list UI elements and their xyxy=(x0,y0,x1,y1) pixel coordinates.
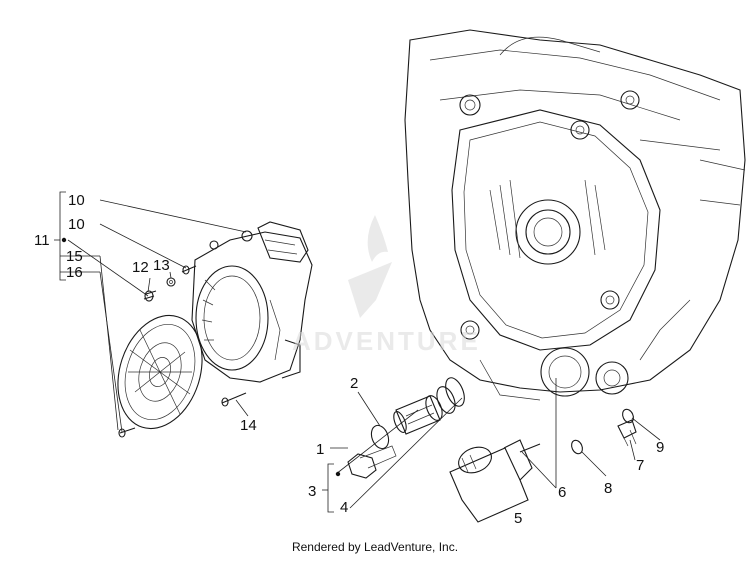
label-11: 11 xyxy=(34,232,50,249)
label-16: 16 xyxy=(66,264,83,281)
watermark-logo: ADVENTURE xyxy=(292,215,481,356)
cooling-shroud xyxy=(191,221,313,383)
drain-plug xyxy=(347,445,397,479)
washer-8 xyxy=(571,439,583,455)
leader-lines xyxy=(67,199,661,509)
pressure-sensor xyxy=(617,419,637,447)
label-15: 15 xyxy=(66,248,83,265)
label-13: 13 xyxy=(153,257,170,274)
crankcase-housing xyxy=(404,29,746,401)
oil-filter xyxy=(449,439,541,523)
label-6: 6 xyxy=(558,484,566,501)
washer-9 xyxy=(622,408,634,424)
label-8: 8 xyxy=(604,480,612,497)
label-10a: 10 xyxy=(68,192,85,209)
o-ring-2 xyxy=(370,424,390,450)
bracket-3 xyxy=(322,463,341,513)
label-4: 4 xyxy=(340,499,348,516)
fan-grille xyxy=(117,314,203,430)
label-1: 1 xyxy=(316,441,324,458)
label-2: 2 xyxy=(350,375,358,392)
bracket-11 xyxy=(54,191,100,281)
label-12: 12 xyxy=(132,259,149,276)
label-5: 5 xyxy=(514,510,522,527)
label-3: 3 xyxy=(308,483,316,500)
o-ring-4 xyxy=(445,377,465,407)
label-14: 14 xyxy=(240,417,257,434)
label-7: 7 xyxy=(636,457,644,474)
footer-credit: Rendered by LeadVenture, Inc. xyxy=(291,540,459,554)
label-10b: 10 xyxy=(68,216,85,233)
callout-labels: 10 10 11 15 16 12 13 14 2 1 3 4 5 6 7 8 … xyxy=(34,192,664,527)
watermark-text: ADVENTURE xyxy=(292,326,481,356)
label-9: 9 xyxy=(656,439,664,456)
filter-screen xyxy=(393,386,456,435)
